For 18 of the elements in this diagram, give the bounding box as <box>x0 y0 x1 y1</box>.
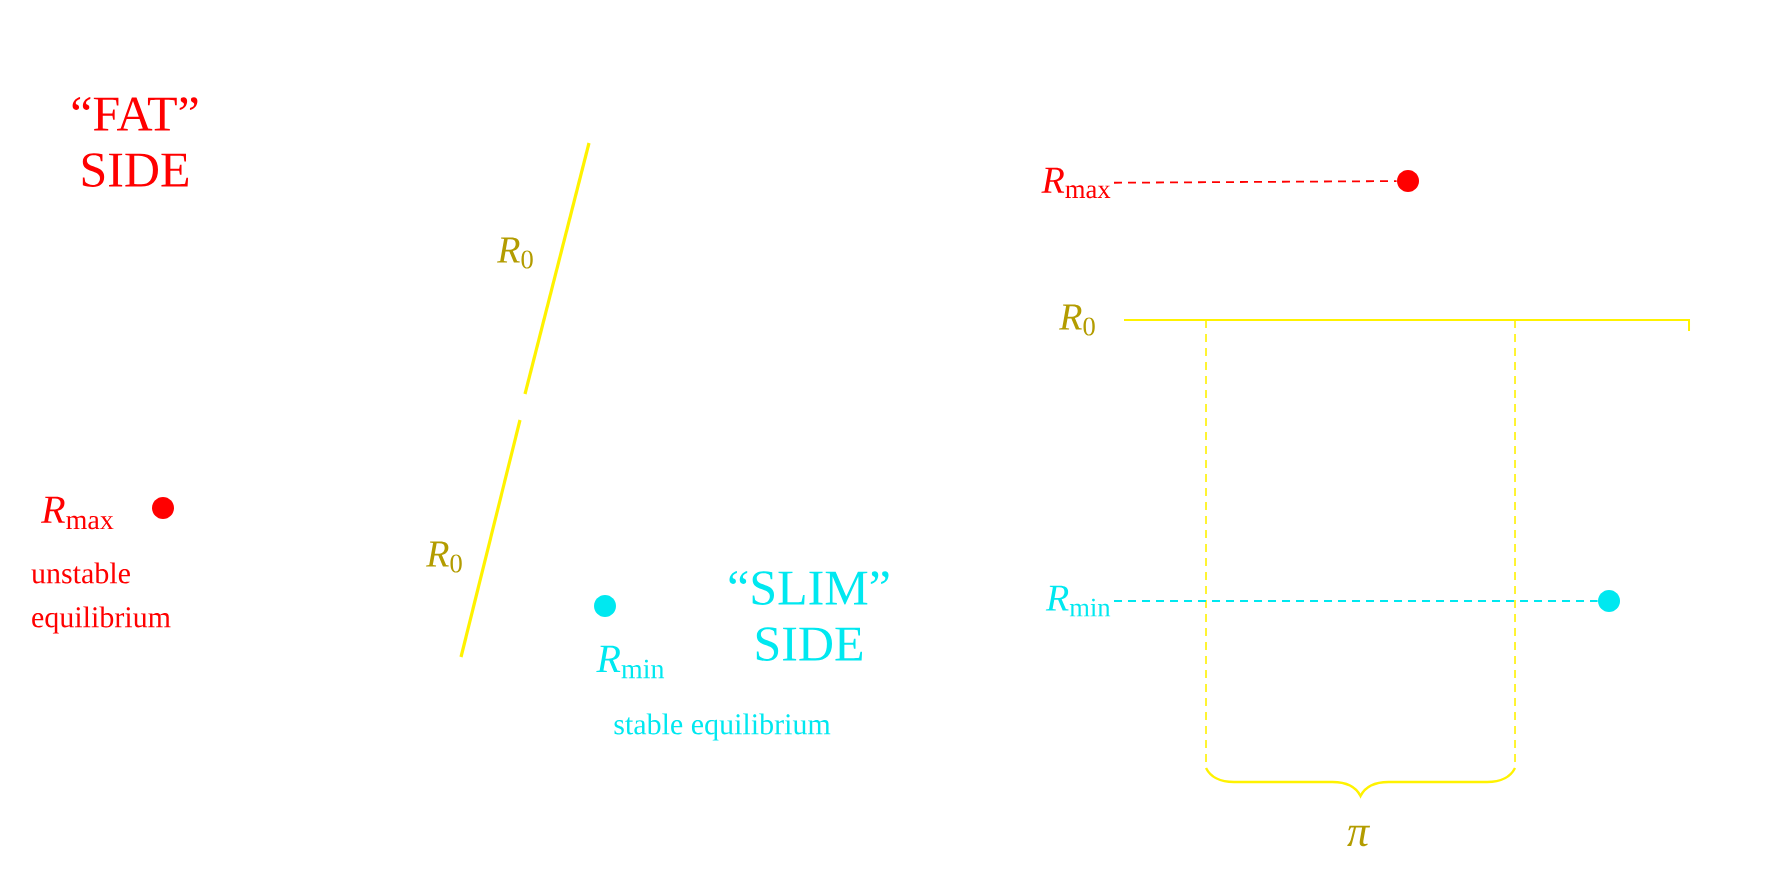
axis-label: R$_{max}$ <box>1041 167 1111 199</box>
side-label: “SLIM” SIDE <box>729 571 889 661</box>
point-dot <box>1397 170 1419 192</box>
point-dot <box>594 595 616 617</box>
point-description: stable equilibrium <box>614 713 831 741</box>
radius-label: R$_{0}$ <box>426 541 462 573</box>
point-description: unstable equilibrium <box>31 562 171 634</box>
leader-line <box>1113 180 1398 184</box>
radius-label: R$_{0}$ <box>497 237 533 269</box>
point-dot <box>152 497 174 519</box>
axis-label: R$_{0}$ <box>1059 304 1095 336</box>
point-dot <box>1598 590 1620 612</box>
period-label: π <box>1347 825 1371 847</box>
leader-line <box>1113 600 1599 602</box>
axis-label: R$_{min}$ <box>1045 585 1111 617</box>
point-label: R$_{max}$ <box>40 496 114 530</box>
side-label: “FAT” SIDE <box>72 97 198 187</box>
point-label: R$_{min}$ <box>596 645 665 679</box>
